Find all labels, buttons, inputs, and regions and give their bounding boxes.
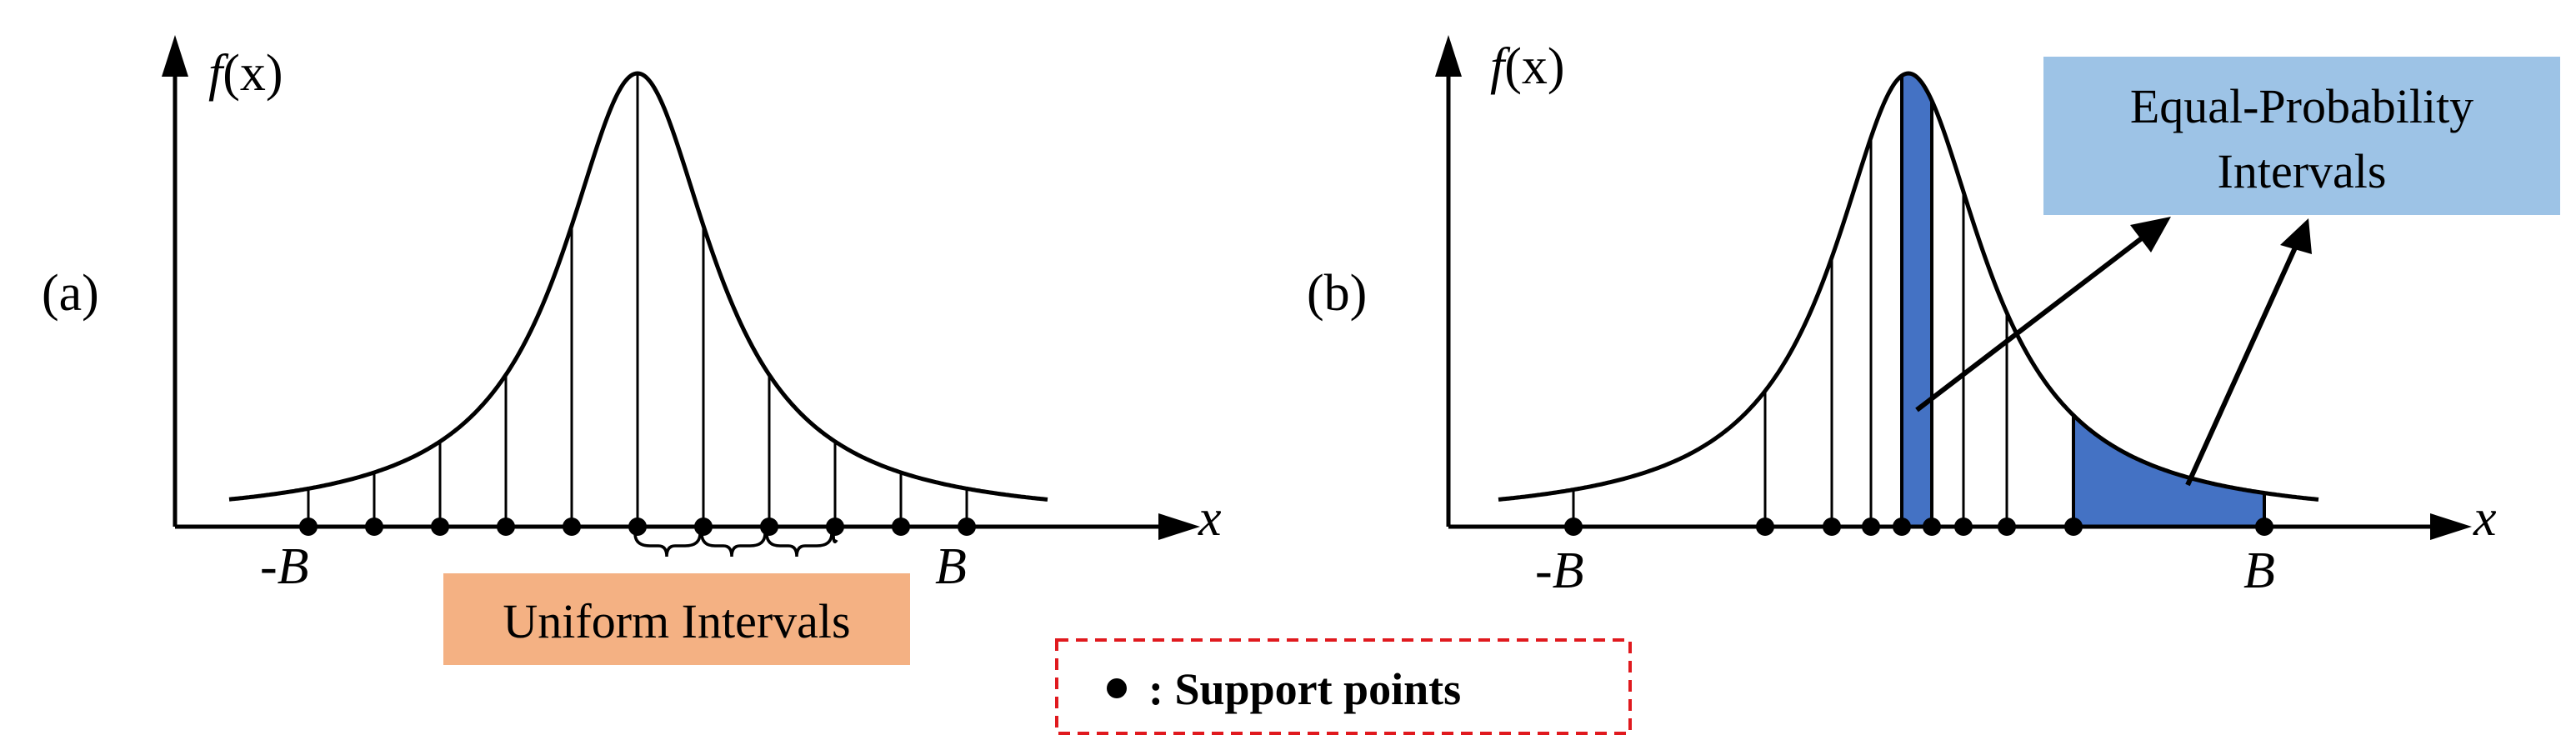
- panel-b-pos-b-label: B: [2243, 542, 2275, 599]
- panel-a-annotation-text: Uniform Intervals: [503, 594, 850, 648]
- panel-b-support-point: [1823, 518, 1841, 536]
- panel-b-support-point: [1862, 518, 1880, 536]
- panel-b-pointer-arrowhead-center: [2130, 217, 2171, 252]
- panel-a-pos-b-label: B: [935, 538, 967, 595]
- panel-a-support-point: [958, 518, 976, 536]
- legend-support-point-icon: [1107, 678, 1127, 698]
- panel-b: Equal-Probability Intervals (b) f(x) x -…: [1307, 35, 2560, 599]
- panel-a-interval-lines: [307, 73, 968, 527]
- panel-a-support-point: [497, 518, 515, 536]
- panel-a: (a) f(x) x -B B Uniform Intervals: [42, 35, 1222, 665]
- panel-b-y-axis-arrow: [1435, 35, 1462, 77]
- panel-a-x-axis-arrow: [1158, 513, 1200, 540]
- panel-b-support-point: [1564, 518, 1583, 536]
- panel-a-y-axis-arrow: [162, 35, 188, 77]
- panel-b-density-curve: [1498, 71, 2319, 502]
- panel-a-support-point: [826, 518, 844, 536]
- panel-b-pointer-arrow-tail: [2185, 244, 2298, 487]
- panel-b-annotation-box: [2043, 57, 2560, 215]
- panel-b-label: (b): [1307, 265, 1367, 322]
- panel-a-support-point: [299, 518, 318, 536]
- panel-a-support-point: [892, 518, 910, 536]
- panel-a-annotation-box: [443, 573, 910, 665]
- panel-a-x-axis-label: x: [1198, 490, 1222, 547]
- panel-a-support-point: [365, 518, 383, 536]
- panel-b-x-axis-arrow: [2430, 513, 2472, 540]
- panel-b-shaded-interval-center: [1900, 71, 1933, 528]
- panel-b-support-point: [1998, 518, 2016, 536]
- panel-b-support-points: [1564, 518, 2273, 536]
- panel-b-support-point: [1756, 518, 1774, 536]
- panel-a-support-point: [431, 518, 449, 536]
- panel-b-annotation-line2: Intervals: [2218, 144, 2387, 198]
- panel-a-support-point: [760, 518, 778, 536]
- legend-box: [1055, 638, 1632, 735]
- legend: : Support points: [1055, 638, 1632, 735]
- panel-b-pointer-arrowhead-tail: [2280, 218, 2312, 254]
- panel-b-y-axis-label: f(x): [1490, 38, 1565, 95]
- panel-a-neg-b-label: -B: [260, 538, 309, 595]
- panel-b-x-axis-label: x: [2473, 490, 2497, 547]
- panel-b-support-point: [2064, 518, 2083, 536]
- legend-text: : Support points: [1148, 664, 1461, 714]
- panel-a-support-points: [299, 518, 976, 536]
- panel-b-neg-b-label: -B: [1535, 542, 1584, 599]
- panel-a-interval-braces: [633, 532, 838, 558]
- panel-b-support-point: [1923, 518, 1941, 536]
- panel-b-annotation-line1: Equal-Probability: [2130, 79, 2473, 133]
- panel-b-support-point: [2255, 518, 2273, 536]
- panel-a-label: (a): [42, 265, 99, 322]
- panel-b-pointer-arrow-center: [1915, 232, 2148, 412]
- panel-a-support-point: [563, 518, 581, 536]
- panel-a-support-point: [694, 518, 713, 536]
- panel-a-y-axis-label: f(x): [208, 45, 283, 102]
- panel-b-interval-lines: [1572, 75, 2266, 527]
- panel-a-support-point: [628, 518, 647, 536]
- panel-b-support-point: [1893, 518, 1911, 536]
- panel-b-support-point: [1954, 518, 1973, 536]
